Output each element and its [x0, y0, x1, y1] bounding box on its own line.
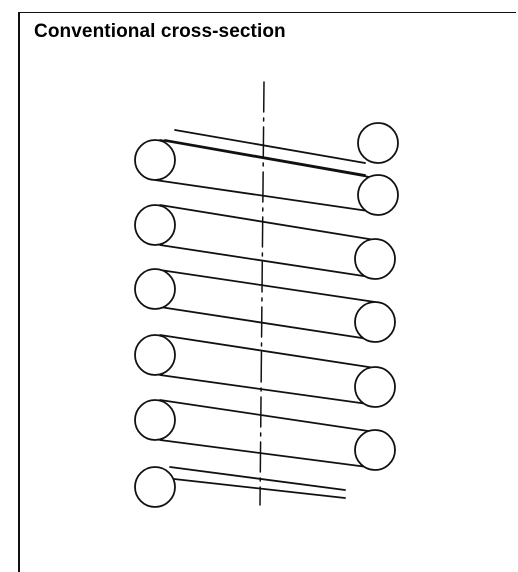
coil-4-line-upper — [159, 334, 376, 369]
figure-title: Conventional cross-section — [34, 21, 286, 42]
right-wire-section-2 — [357, 174, 399, 216]
coil-3-line-upper — [159, 269, 376, 303]
coil-top-line-upper — [174, 129, 366, 164]
left-wire-section-1 — [134, 139, 176, 181]
coil-4-line-lower — [159, 374, 376, 406]
figure-frame: Conventional cross-section — [18, 12, 516, 572]
coil-5-line-lower — [159, 439, 376, 469]
right-wire-section-5 — [354, 366, 396, 408]
coil-2-line-upper — [159, 204, 376, 241]
right-wire-section-3 — [354, 238, 396, 280]
right-wire-section-1 — [357, 122, 399, 164]
left-wire-section-6 — [134, 466, 176, 508]
coil-3-line-lower — [159, 306, 376, 341]
left-wire-section-5 — [134, 399, 176, 441]
coil-bottom-line-upper — [169, 466, 346, 491]
spring-cross-section-diagram — [134, 81, 399, 508]
coil-1-line-lower — [154, 179, 376, 213]
left-wire-section-3 — [134, 268, 176, 310]
right-wire-section-6 — [354, 429, 396, 471]
coil-2-line-lower — [159, 244, 371, 278]
right-wire-section-4 — [354, 301, 396, 343]
coil-5-line-upper — [159, 399, 376, 433]
coil-top-line-lower — [164, 139, 366, 176]
left-wire-section-4 — [134, 334, 176, 376]
center-axis-line — [259, 81, 265, 506]
left-wire-section-2 — [134, 204, 176, 246]
coil-1-line-upper — [159, 139, 376, 179]
coil-bottom-line-lower — [164, 477, 346, 499]
